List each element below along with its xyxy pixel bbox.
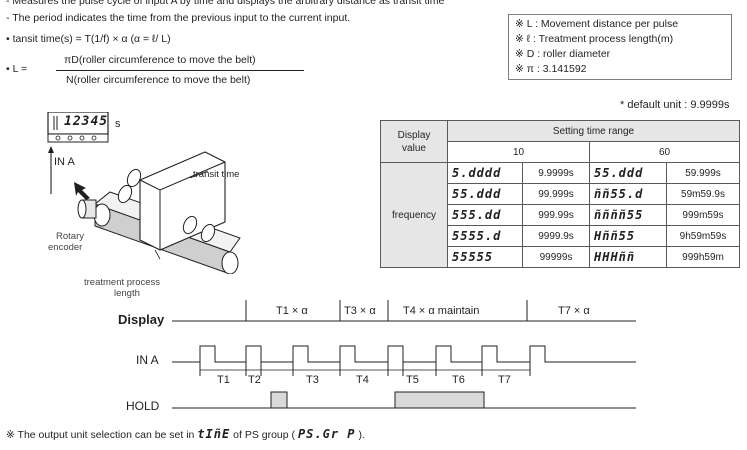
input-a-label: IN A bbox=[54, 156, 75, 168]
footer-code-psgr: PS.Gr P bbox=[297, 427, 356, 441]
definition-l: ※ L : Movement distance per pulse bbox=[515, 18, 679, 30]
process-label-2: length bbox=[114, 288, 140, 299]
col-60-header: 60 bbox=[589, 141, 740, 163]
interval-label: T7 bbox=[498, 374, 511, 386]
timing-ina-label: IN A bbox=[136, 353, 159, 367]
l-formula-denominator: N(roller circumference to move the belt) bbox=[66, 74, 251, 86]
belt-illustration bbox=[47, 112, 241, 274]
default-unit-note: * default unit : 9.9999s bbox=[620, 99, 730, 111]
fraction-bar bbox=[56, 70, 304, 71]
table-row: 55555 99999s HHHññ 999h59m bbox=[381, 246, 740, 268]
pointer-arrow-icon bbox=[74, 182, 90, 200]
l-formula-numerator: πD(roller circumference to move the belt… bbox=[64, 54, 256, 66]
setting-range-header: Setting time range bbox=[447, 120, 740, 142]
header-line-1: - Measures the pulse cycle of input A by… bbox=[6, 0, 445, 7]
l-formula-prefix: • L = bbox=[6, 63, 28, 75]
encoder-label-2: encoder bbox=[48, 242, 83, 253]
timing-display-label: Display bbox=[118, 312, 165, 327]
footer-code-time: tIñE bbox=[197, 427, 231, 441]
process-label-1: treatment process bbox=[84, 277, 161, 288]
frequency-row-label: frequency bbox=[380, 162, 448, 268]
input-arrow-icon bbox=[48, 146, 54, 153]
interval-label: T1 bbox=[217, 374, 230, 386]
segment-t4: T4 × α maintain bbox=[403, 305, 480, 317]
interval-label: T4 bbox=[356, 374, 369, 386]
input-a-signal bbox=[172, 345, 636, 363]
table-row: frequency 5.dddd 9.9999s 55.ddd 59.999s bbox=[380, 162, 740, 268]
counter-unit: s bbox=[115, 118, 121, 130]
segment-t3: T3 × α bbox=[344, 305, 376, 317]
interval-label: T2 bbox=[248, 374, 261, 386]
segment-t7: T7 × α bbox=[558, 305, 590, 317]
transit-time-label: transit time bbox=[193, 169, 240, 180]
header-line-2: - The period indicates the time from the… bbox=[6, 12, 351, 24]
interval-label: T5 bbox=[406, 374, 419, 386]
footer-note: ※ The output unit selection can be set i… bbox=[6, 427, 365, 442]
counter-keys bbox=[47, 133, 109, 143]
segment-t1: T1 × α bbox=[276, 305, 308, 317]
interval-label: T6 bbox=[452, 374, 465, 386]
table-row: 555.dd 999.99s ññññ55 999m59s bbox=[381, 204, 740, 226]
definition-ell: ※ ℓ : Treatment process length(m) bbox=[515, 33, 674, 45]
definition-pi: ※ π : 3.141592 bbox=[515, 63, 587, 75]
timing-diagram bbox=[172, 300, 636, 409]
transit-time-formula: • tansit time(s) = T(1/f) × α (α = ℓ/ L) bbox=[6, 33, 171, 45]
treatment-chamber bbox=[139, 151, 226, 251]
definitions-box: ※ L : Movement distance per pulse ※ ℓ : … bbox=[508, 14, 732, 80]
col-10-header: 10 bbox=[447, 141, 590, 163]
encoder-label-1: Rotary bbox=[56, 231, 84, 242]
counter-value: 12345 bbox=[64, 114, 109, 129]
timing-hold-label: HOLD bbox=[126, 399, 160, 413]
definition-d: ※ D : roller diameter bbox=[515, 48, 611, 60]
interval-label: T3 bbox=[306, 374, 319, 386]
